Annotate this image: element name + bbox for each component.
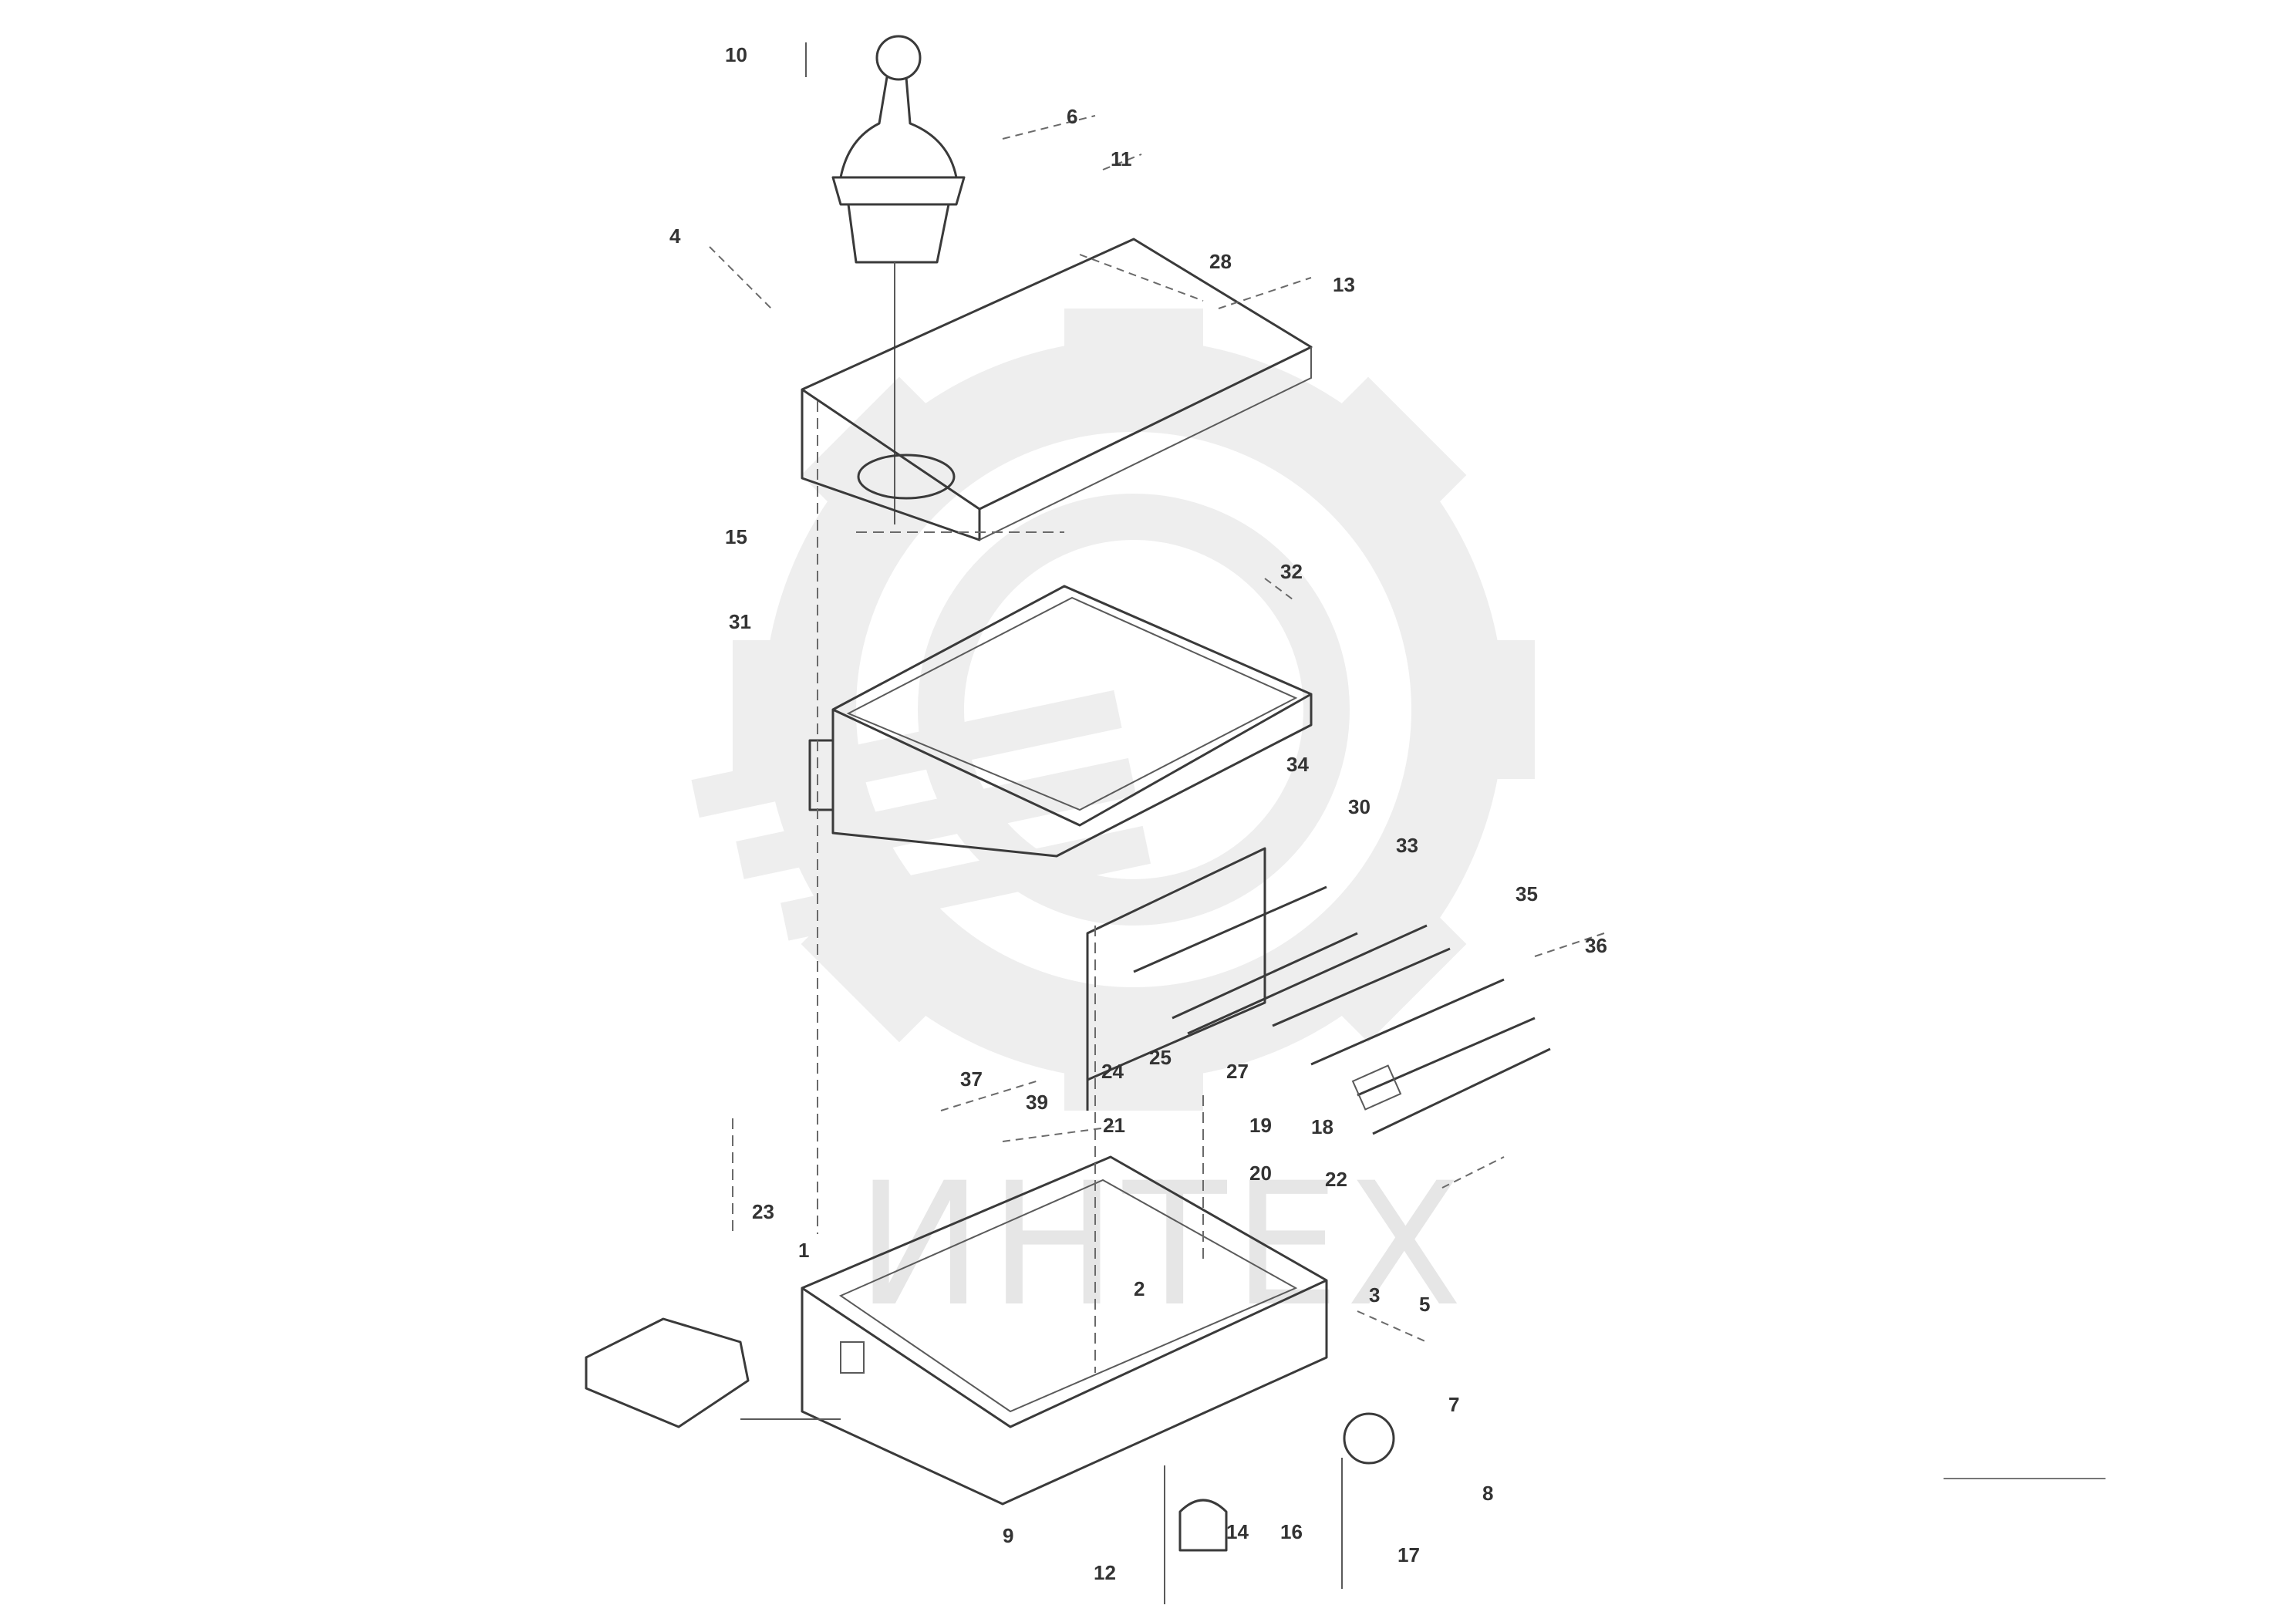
callout-label: 17: [1397, 1543, 1420, 1566]
callout-label: 22: [1325, 1168, 1347, 1191]
base-housing: [801, 1155, 1328, 1506]
callout-label: 12: [1094, 1561, 1116, 1584]
callout-label: 31: [729, 610, 751, 633]
callout-label: 35: [1515, 882, 1538, 905]
assembly-lines: [709, 115, 1605, 1373]
callout-label: 4: [669, 224, 681, 248]
callout-label: 23: [752, 1200, 774, 1223]
callout-label: 15: [725, 525, 747, 548]
joystick-part: [805, 35, 966, 524]
callout-label: 6: [1067, 105, 1077, 128]
callout-label: 37: [960, 1067, 983, 1091]
callout-label: 27: [1226, 1060, 1249, 1083]
callout-label: 25: [1149, 1046, 1172, 1069]
upper-cover-plate: [801, 238, 1313, 541]
callout-label: 19: [1249, 1114, 1272, 1137]
callout-label: 34: [1286, 753, 1309, 776]
reference-top-line: [1944, 1475, 2106, 1479]
middle-frame: [808, 585, 1313, 858]
callout-label: 28: [1209, 250, 1232, 273]
callout-label: 11: [1111, 147, 1132, 170]
callout-label: 8: [1482, 1482, 1493, 1505]
callout-label: 3: [1369, 1283, 1380, 1307]
callout-label: 5: [1419, 1293, 1430, 1316]
callout-label: 1: [798, 1239, 809, 1262]
callout-label: 36: [1585, 934, 1607, 957]
callout-label: 7: [1448, 1393, 1459, 1416]
callout-labels: 10 6 11 4 28 13 15 31 32 34 30 33 35 36 …: [669, 43, 1607, 1584]
callout-label: 18: [1311, 1115, 1333, 1138]
callout-label: 39: [1026, 1091, 1048, 1114]
callout-label: 30: [1348, 795, 1371, 818]
callout-label: 20: [1249, 1162, 1272, 1185]
callout-label: 14: [1226, 1520, 1249, 1543]
watermark-text: ИНТЕХ: [856, 1146, 1468, 1344]
callout-label: 10: [725, 43, 747, 66]
connector-part: [1164, 1412, 1395, 1604]
foot-bracket: [585, 1317, 841, 1428]
callout-label: 2: [1134, 1277, 1145, 1300]
callout-label: 24: [1101, 1060, 1124, 1083]
watermark-gear-logo: [691, 309, 1535, 1111]
control-panel: [1086, 847, 1551, 1135]
callout-label: 16: [1280, 1520, 1303, 1543]
callout-label: 21: [1103, 1114, 1125, 1137]
callout-label: 33: [1396, 834, 1418, 857]
callout-label: 32: [1280, 560, 1303, 583]
callout-label: 13: [1333, 273, 1355, 296]
reference-block: [1944, 1475, 2106, 1485]
callout-label: 9: [1003, 1524, 1013, 1547]
